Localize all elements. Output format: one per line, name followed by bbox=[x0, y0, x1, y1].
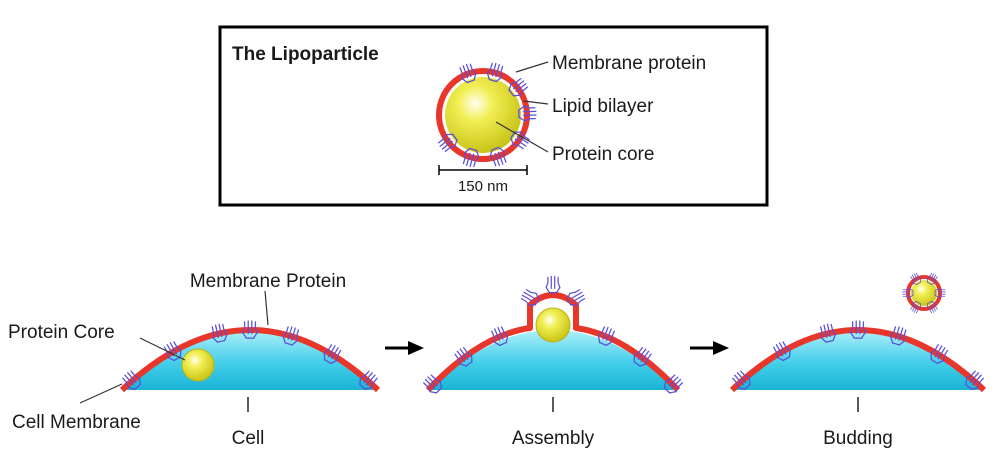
leader-lipid-bilayer bbox=[523, 100, 549, 105]
released-lipoparticle bbox=[902, 271, 946, 315]
label-protein-core-process: Protein Core bbox=[8, 322, 115, 343]
stage-label-budding: Budding bbox=[823, 428, 893, 449]
budding-membrane bbox=[729, 327, 987, 393]
label-membrane-protein-inset: Membrane protein bbox=[552, 53, 706, 74]
stage-cell: Cell Membrane Protein Protein Core Cell … bbox=[8, 271, 381, 449]
arrow-cell-to-assembly bbox=[385, 341, 424, 355]
leader-membrane-protein-process bbox=[264, 290, 269, 326]
assembly-membrane bbox=[425, 292, 681, 393]
label-membrane-protein-process: Membrane Protein bbox=[190, 271, 346, 292]
stage-label-cell: Cell bbox=[232, 428, 265, 449]
stage-budding: Budding bbox=[729, 271, 987, 449]
stage-label-assembly: Assembly bbox=[512, 428, 595, 449]
label-lipid-bilayer: Lipid bilayer bbox=[552, 96, 654, 117]
leader-protein-core-process bbox=[139, 337, 186, 361]
leader-membrane-protein bbox=[515, 61, 549, 73]
protein-core-free bbox=[181, 348, 215, 382]
assembly-cell-body bbox=[428, 330, 678, 390]
inset-title: The Lipoparticle bbox=[232, 44, 379, 65]
label-cell-membrane: Cell Membrane bbox=[12, 412, 141, 433]
membrane-protein-icon bbox=[545, 275, 561, 294]
scale-bar-label: 150 nm bbox=[458, 178, 508, 195]
inset-lipoparticle bbox=[436, 61, 537, 169]
leader-protein-core bbox=[495, 121, 549, 153]
label-protein-core-inset: Protein core bbox=[552, 144, 654, 165]
protein-core-assembling bbox=[535, 307, 571, 343]
leader-cell-membrane bbox=[79, 383, 123, 404]
lipoparticle-inset: The Lipoparticle Membrane protein Lipid … bbox=[218, 25, 769, 207]
cell-membrane bbox=[119, 327, 381, 393]
arrow-assembly-to-budding bbox=[690, 341, 729, 355]
stage-assembly: Assembly bbox=[421, 275, 685, 449]
scale-bar bbox=[438, 165, 528, 175]
protein-core-sphere bbox=[445, 77, 521, 153]
